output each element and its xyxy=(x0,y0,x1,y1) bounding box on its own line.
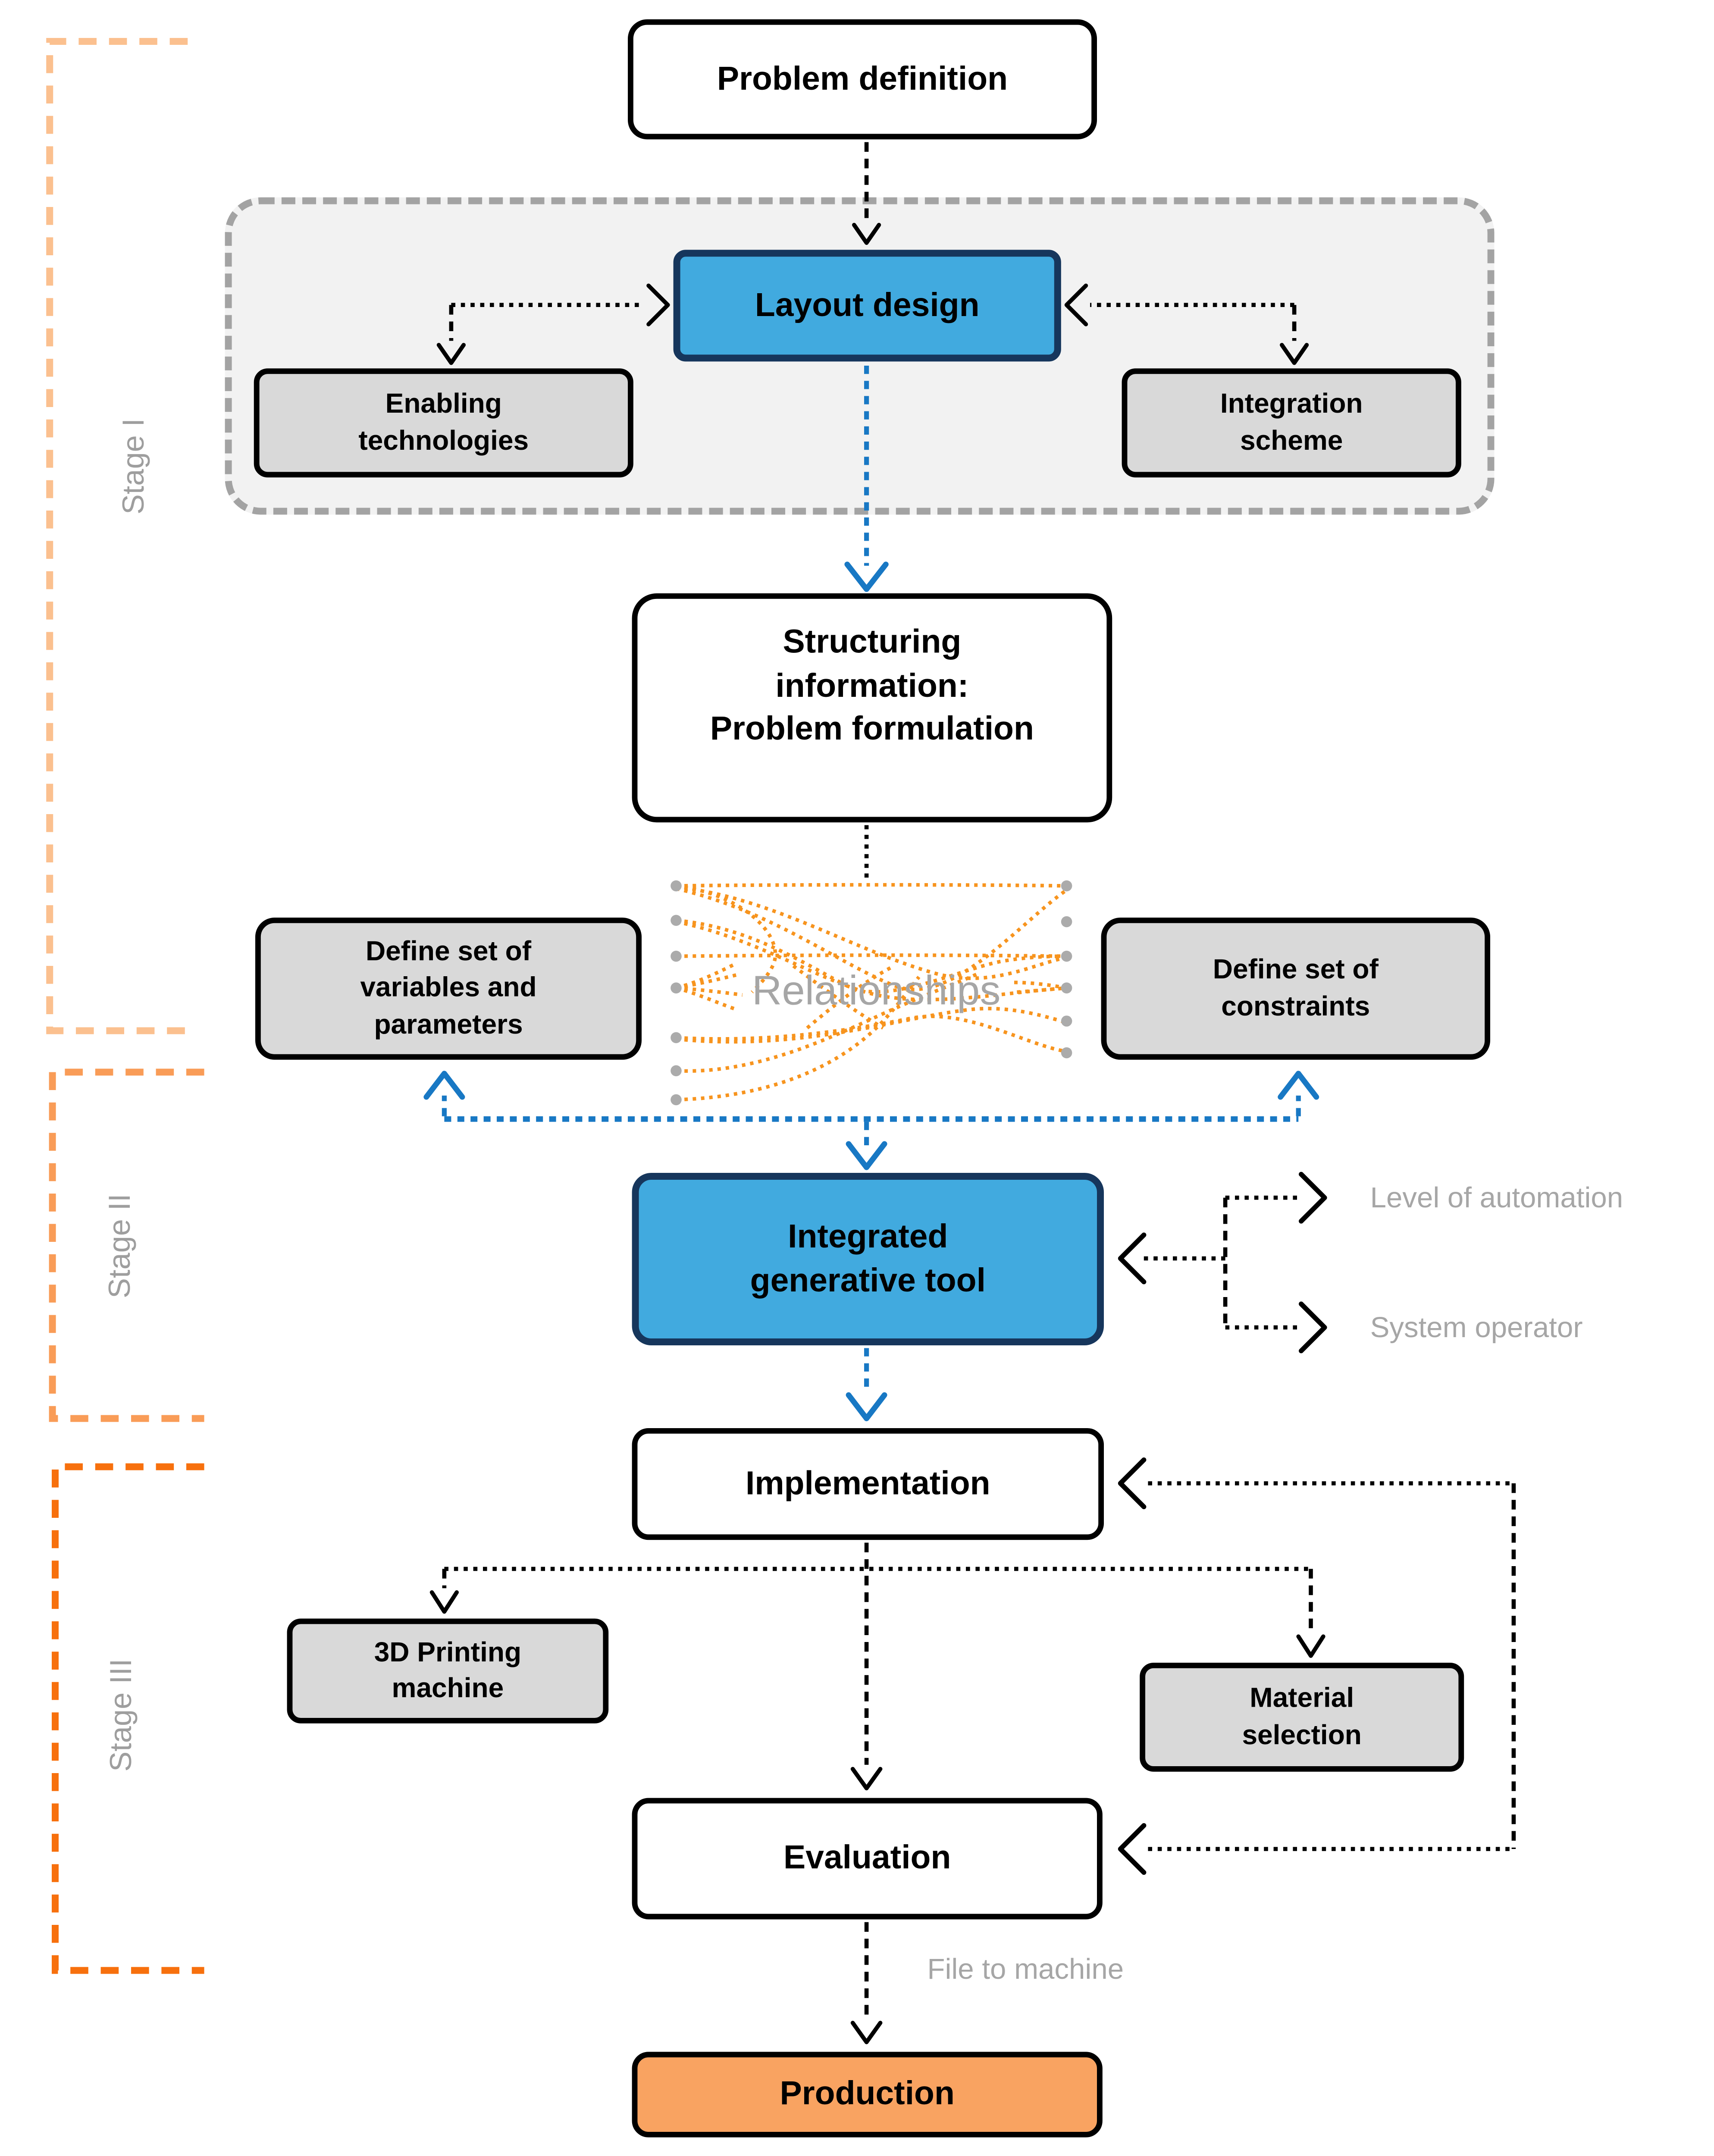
node-layout-design: Layout design xyxy=(673,250,1061,362)
node-material-selection: Material selection xyxy=(1140,1663,1464,1772)
node-structuring-information: Structuring information: Problem formula… xyxy=(632,593,1112,823)
node-label: scheme xyxy=(1240,426,1343,456)
node-define-constraints: Define set of constraints xyxy=(1101,918,1490,1060)
node-label: variables and xyxy=(360,973,537,1004)
node-label: Material xyxy=(1250,1683,1354,1714)
node-label: generative tool xyxy=(750,1262,986,1299)
node-label: Problem definition xyxy=(717,60,1008,98)
node-label: Enabling xyxy=(385,389,502,420)
black-dotted-connectors xyxy=(444,303,1510,1851)
node-label: Integration xyxy=(1220,389,1363,420)
node-3d-printing-machine: 3D Printing machine xyxy=(287,1618,609,1724)
system-operator-label: System operator xyxy=(1370,1312,1583,1344)
node-label: Implementation xyxy=(746,1465,990,1502)
node-evaluation: Evaluation xyxy=(632,1798,1103,1920)
relationships-label: Relationships xyxy=(752,968,1001,1014)
node-problem-definition: Problem definition xyxy=(628,19,1097,140)
node-label: constraints xyxy=(1221,991,1370,1022)
node-integrated-generative-tool: Integrated generative tool xyxy=(632,1173,1104,1345)
node-label: Evaluation xyxy=(783,1839,951,1877)
stage3-label: Stage III xyxy=(103,1658,138,1772)
node-label: Layout design xyxy=(755,286,980,324)
node-label: technologies xyxy=(358,426,529,456)
node-label: Integrated xyxy=(788,1218,948,1256)
node-label: Production xyxy=(780,2075,955,2113)
node-label: Define set of xyxy=(365,937,532,967)
node-label: 3D Printing xyxy=(374,1637,522,1668)
stage1-label: Stage I xyxy=(116,418,150,515)
node-define-variables: Define set of variables and parameters xyxy=(255,918,642,1060)
node-implementation: Implementation xyxy=(632,1428,1104,1540)
level-of-automation-label: Level of automation xyxy=(1370,1182,1623,1214)
file-to-machine-label: File to machine xyxy=(927,1954,1124,1986)
node-production: Production xyxy=(632,2052,1103,2137)
node-label: Structuring xyxy=(783,624,962,661)
node-label: selection xyxy=(1242,1720,1362,1751)
stage2-label: Stage II xyxy=(102,1194,137,1298)
node-integration-scheme: Integration scheme xyxy=(1122,368,1461,478)
node-label: Define set of xyxy=(1213,955,1379,986)
node-enabling-technologies: Enabling technologies xyxy=(254,368,633,478)
node-label: machine xyxy=(392,1673,504,1704)
node-label: parameters xyxy=(374,1009,523,1040)
node-label: Problem formulation xyxy=(710,711,1034,749)
node-label: information: xyxy=(775,667,969,705)
